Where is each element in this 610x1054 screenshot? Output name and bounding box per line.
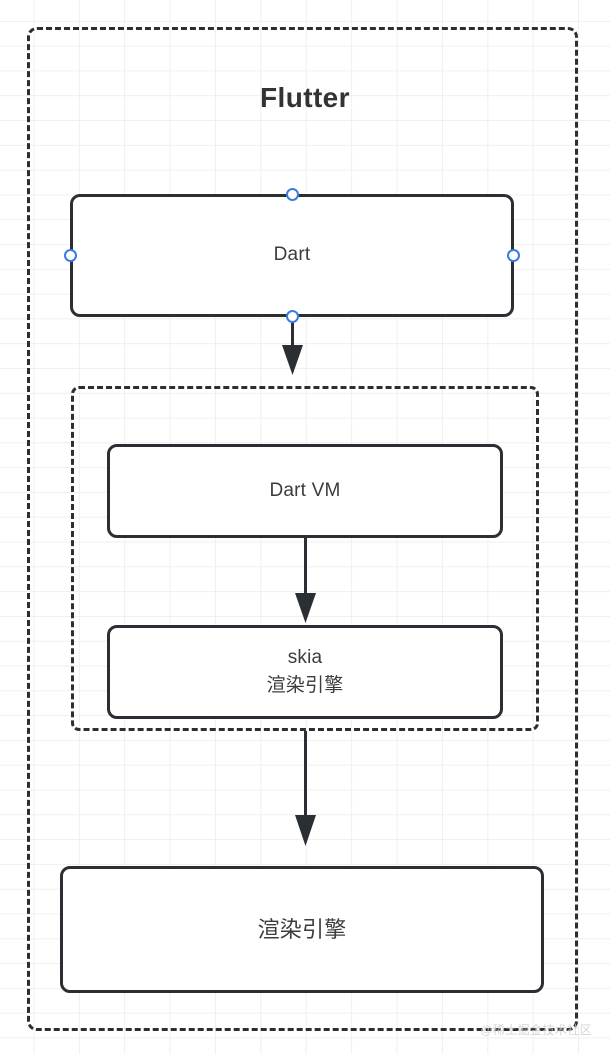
- node-skia-label: skia 渲染引擎: [266, 647, 344, 696]
- node-dart-label: Dart: [273, 244, 311, 266]
- node-render-engine-label: 渲染引擎: [257, 916, 347, 942]
- node-skia[interactable]: skia 渲染引擎: [107, 625, 503, 719]
- engine-container[interactable]: [71, 386, 539, 731]
- node-dart-vm-label: Dart VM: [269, 479, 341, 501]
- node-dart-vm[interactable]: Dart VM: [107, 444, 503, 538]
- page-title: Flutter: [260, 82, 350, 113]
- watermark: @稀土掘金技术社区: [480, 1023, 592, 1037]
- connection-handle-top-icon[interactable]: [286, 188, 299, 201]
- flutter-container[interactable]: [27, 27, 578, 1031]
- node-render-engine[interactable]: 渲染引擎: [60, 866, 544, 993]
- connection-handle-left-icon[interactable]: [64, 249, 77, 262]
- node-dart[interactable]: Dart: [70, 194, 514, 317]
- connection-handle-bottom-icon[interactable]: [286, 310, 299, 323]
- connection-handle-right-icon[interactable]: [507, 249, 520, 262]
